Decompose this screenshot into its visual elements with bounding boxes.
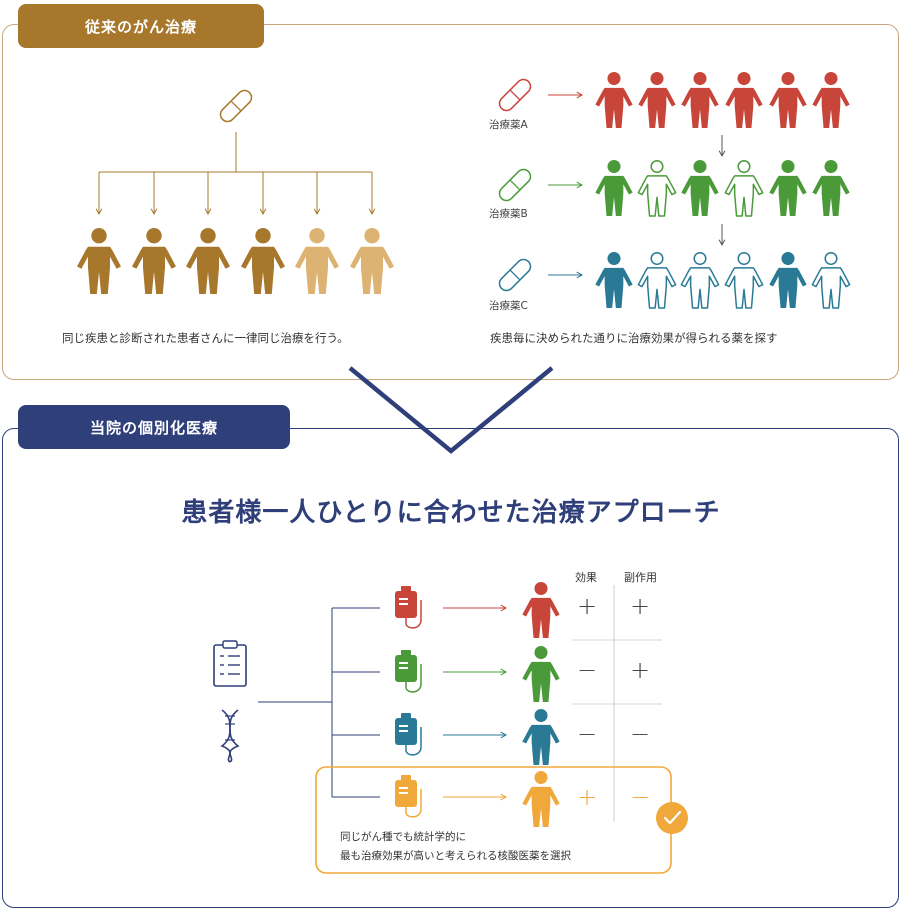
trial-figure-2-2 bbox=[637, 160, 677, 217]
drug-b-capsule-icon bbox=[498, 168, 532, 202]
patient-figure-6 bbox=[350, 228, 394, 294]
capsule-icon bbox=[219, 89, 253, 123]
iv-bag-icon-2 bbox=[395, 650, 422, 693]
row4-side-effect-sign: − bbox=[629, 783, 651, 811]
side-effect-column-header: 副作用 bbox=[624, 571, 657, 584]
iv-bag-icon-1 bbox=[395, 586, 422, 629]
iv-bag-icon-3 bbox=[395, 713, 422, 756]
patient-figure-5 bbox=[295, 228, 339, 294]
branch-arrow-6 bbox=[368, 172, 376, 216]
bottom-arrow-4 bbox=[443, 793, 508, 801]
trial-figure-1-6 bbox=[812, 72, 850, 128]
down-arrow-1 bbox=[718, 135, 726, 158]
right-caption: 疾患毎に決められた通りに治療効果が得られる薬を探す bbox=[490, 331, 778, 345]
dna-icon bbox=[220, 709, 240, 763]
bottom-patient-figure-3 bbox=[522, 709, 560, 765]
drug-b-label: 治療薬B bbox=[489, 208, 528, 220]
row2-effect-sign: − bbox=[576, 656, 598, 684]
drug-c-capsule-icon bbox=[498, 258, 532, 292]
trial-figure-1-3 bbox=[681, 72, 719, 128]
bottom-arrow-1 bbox=[443, 604, 508, 612]
row1-effect-sign: + bbox=[576, 592, 598, 620]
personalized-tab-title: 当院の個別化医療 bbox=[89, 418, 218, 437]
effect-column-header: 効果 bbox=[575, 571, 597, 584]
conventional-tab: 従来のがん治療 bbox=[18, 4, 264, 48]
bottom-arrow-3 bbox=[443, 731, 508, 739]
check-badge-icon bbox=[656, 802, 688, 834]
bottom-patient-figure-4 bbox=[522, 771, 560, 827]
bottom-patient-figure-2 bbox=[522, 646, 560, 702]
trial-figure-3-2 bbox=[637, 252, 677, 309]
trial-figure-2-4 bbox=[724, 160, 764, 217]
patient-figure-1 bbox=[77, 228, 121, 294]
row4-effect-sign: + bbox=[576, 783, 598, 811]
branch-arrow-5 bbox=[313, 172, 321, 216]
branch-arrow-3 bbox=[204, 172, 212, 216]
trial-figure-2-3 bbox=[681, 160, 719, 216]
drug-a-label: 治療薬A bbox=[489, 119, 528, 131]
trial-figure-1-4 bbox=[725, 72, 763, 128]
iv-bag-icon-4 bbox=[395, 775, 422, 818]
drug-c-arrow bbox=[548, 271, 584, 279]
patient-figure-3 bbox=[186, 228, 230, 294]
patient-figure-4 bbox=[241, 228, 285, 294]
bottom-patient-figure-1 bbox=[522, 582, 560, 638]
branch-arrow-4 bbox=[259, 172, 267, 216]
trial-figure-3-4 bbox=[724, 252, 764, 309]
trial-figure-2-1 bbox=[595, 160, 633, 216]
trial-figure-1-1 bbox=[595, 72, 633, 128]
selection-note-line2: 最も治療効果が高いと考えられる核酸医薬を選択 bbox=[340, 850, 571, 862]
branch-arrow-1 bbox=[95, 172, 103, 216]
transition-chevron bbox=[348, 366, 554, 454]
trial-figure-3-3 bbox=[680, 252, 720, 309]
trial-figure-1-5 bbox=[769, 72, 807, 128]
trial-figure-3-1 bbox=[595, 252, 633, 308]
drug-a-capsule-icon bbox=[498, 78, 532, 112]
branch-arrow-2 bbox=[150, 172, 158, 216]
personalized-panel bbox=[2, 428, 899, 908]
selection-note: 同じがん種でも統計学的に 最も治療効果が高いと考えられる核酸医薬を選択 bbox=[340, 828, 571, 866]
clipboard-icon bbox=[213, 640, 247, 687]
conventional-tab-title: 従来のがん治療 bbox=[84, 17, 197, 36]
drug-a-arrow bbox=[548, 91, 584, 99]
drug-b-arrow bbox=[548, 181, 584, 189]
patient-figure-2 bbox=[132, 228, 176, 294]
row1-side-effect-sign: + bbox=[629, 592, 651, 620]
row2-side-effect-sign: + bbox=[629, 656, 651, 684]
trial-figure-2-5 bbox=[769, 160, 807, 216]
row3-effect-sign: − bbox=[576, 720, 598, 748]
personalized-tab: 当院の個別化医療 bbox=[18, 405, 290, 449]
trial-figure-3-5 bbox=[769, 252, 807, 308]
down-arrow-2 bbox=[718, 224, 726, 247]
row3-side-effect-sign: − bbox=[629, 720, 651, 748]
personalized-headline: 患者様一人ひとりに合わせた治療アプローチ bbox=[181, 498, 721, 528]
selection-note-line1: 同じがん種でも統計学的に bbox=[340, 831, 466, 843]
trial-figure-1-2 bbox=[638, 72, 676, 128]
left-caption: 同じ疾患と診断された患者さんに一律同じ治療を行う。 bbox=[62, 331, 349, 345]
trial-figure-3-6 bbox=[811, 252, 851, 309]
trial-figure-2-6 bbox=[812, 160, 850, 216]
drug-c-label: 治療薬C bbox=[489, 300, 528, 312]
bottom-arrow-2 bbox=[443, 668, 508, 676]
